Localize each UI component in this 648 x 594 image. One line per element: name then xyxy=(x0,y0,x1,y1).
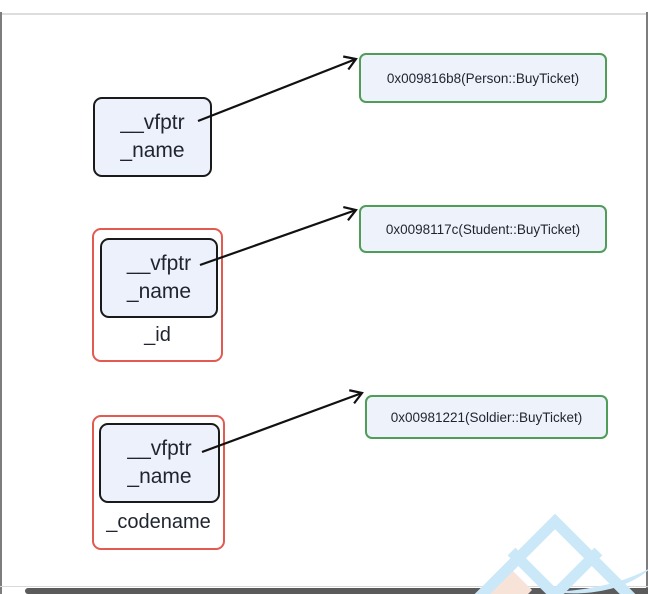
person-vtable-box: 0x009816b8(Person::BuyTicket) xyxy=(359,53,607,103)
soldier-vfptr-field: __vfptr xyxy=(127,437,192,460)
student-name-field: _name xyxy=(126,280,192,303)
arrow-student-to-vtable xyxy=(199,205,358,267)
horizontal-scrollbar-thumb[interactable] xyxy=(25,587,648,594)
soldier-base-box: __vfptr _name xyxy=(99,423,220,503)
student-vtable-box: 0x0098117c(Student::BuyTicket) xyxy=(359,205,607,253)
soldier-vtable-box: 0x00981221(Soldier::BuyTicket) xyxy=(365,395,608,439)
person-vfptr-field: __vfptr xyxy=(120,111,185,134)
student-vtable-address: 0x0098117c(Student::BuyTicket) xyxy=(385,221,581,237)
soldier-codename-label: _codename xyxy=(106,511,211,533)
arrow-person-to-vtable xyxy=(197,55,358,123)
student-id-label: _id xyxy=(144,324,171,346)
soldier-vtable-address: 0x00981221(Soldier::BuyTicket) xyxy=(390,409,583,425)
left-page-border xyxy=(0,12,2,594)
student-vfptr-field: __vfptr xyxy=(126,252,192,275)
student-base-box: __vfptr _name xyxy=(100,238,218,318)
right-page-border xyxy=(645,12,648,594)
person-object-box: __vfptr _name xyxy=(93,97,212,177)
top-rule xyxy=(0,13,648,15)
horizontal-scrollbar-track xyxy=(0,585,648,587)
soldier-name-field: _name xyxy=(127,465,192,488)
person-name-field: _name xyxy=(120,139,185,162)
person-vtable-address: 0x009816b8(Person::BuyTicket) xyxy=(386,70,580,86)
arrow-soldier-to-vtable xyxy=(201,389,364,454)
